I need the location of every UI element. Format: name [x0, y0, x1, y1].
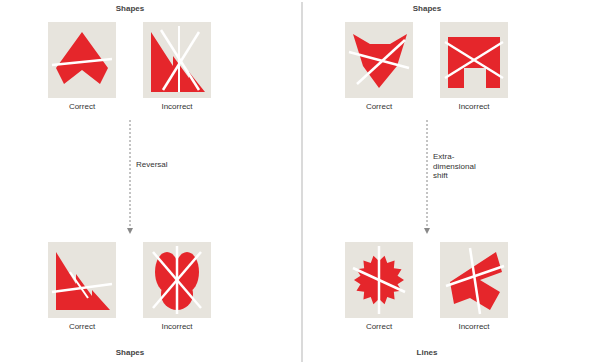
stimulus-panel: Correct	[48, 242, 116, 331]
outcome-label: Correct	[38, 102, 126, 111]
dimension-heading: Shapes	[100, 348, 160, 358]
stimulus-panel: Incorrect	[440, 242, 508, 331]
outcome-label: Incorrect	[430, 322, 518, 331]
stimulus-panel: Correct	[345, 22, 413, 111]
shift-label: Reversal	[136, 160, 196, 170]
stimulus-panel: Correct	[48, 22, 116, 111]
dimension-heading: Lines	[397, 348, 457, 358]
stimulus-fan	[446, 248, 504, 314]
stimulus-panel: Incorrect	[143, 242, 211, 331]
divider-line	[302, 2, 303, 362]
outcome-label: Correct	[38, 322, 126, 331]
transition-arrow	[127, 120, 430, 234]
panel-backgrounds	[48, 22, 508, 318]
stimulus-fox	[349, 34, 409, 88]
outcome-label: Incorrect	[133, 322, 221, 331]
stimulus-panel: Incorrect	[440, 22, 508, 111]
outcome-label: Incorrect	[133, 102, 221, 111]
stimulus-steps	[52, 252, 112, 310]
stimulus-starburst	[353, 246, 405, 314]
dimension-heading: Shapes	[100, 4, 160, 14]
outcome-label: Correct	[335, 322, 423, 331]
stimulus-arrow	[52, 32, 112, 84]
dimension-heading: Shapes	[397, 4, 457, 14]
stimulus-table	[445, 37, 503, 88]
stimulus-panel: Incorrect	[143, 22, 211, 111]
outcome-label: Incorrect	[430, 102, 518, 111]
stimulus-steps	[151, 26, 205, 92]
outcome-label: Correct	[335, 102, 423, 111]
stimulus-butterfly	[153, 246, 201, 314]
stimulus-panel: Correct	[345, 242, 413, 331]
shift-label: Extra-dimensional shift	[433, 152, 491, 181]
